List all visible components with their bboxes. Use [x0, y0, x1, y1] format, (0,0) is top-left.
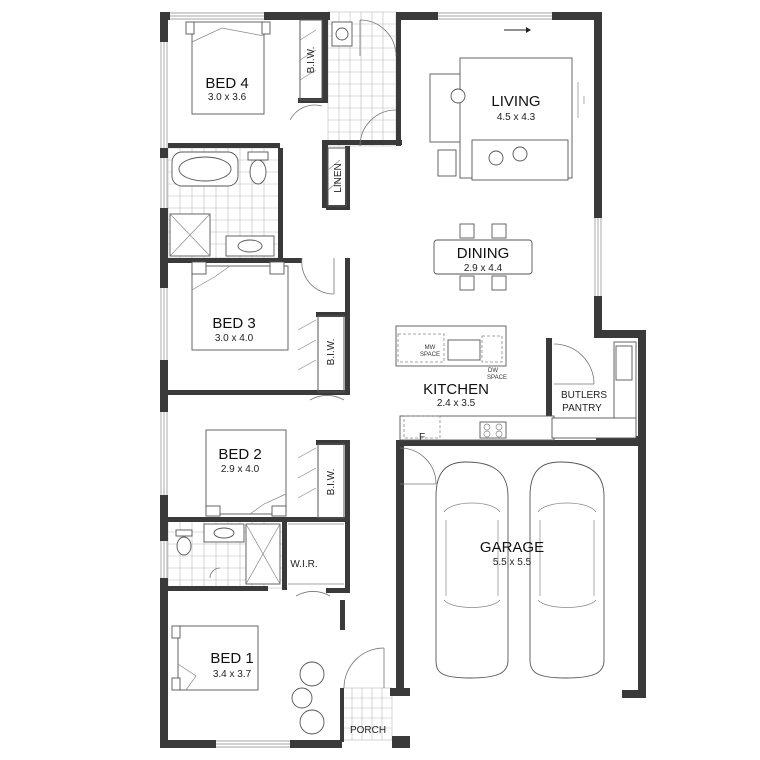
furniture	[171, 21, 637, 735]
room-labels: BED 4 3.0 x 3.6 BED 3 3.0 x 4.0 BED 2 2.…	[205, 47, 607, 736]
living-name: LIVING	[491, 93, 540, 110]
car-right	[529, 461, 605, 679]
bed4-dims: 3.0 x 3.6	[208, 92, 247, 103]
robes	[288, 19, 347, 585]
dining-name: DINING	[457, 245, 510, 262]
bed3-dims: 3.0 x 4.0	[215, 333, 254, 344]
doors	[209, 19, 595, 689]
fridge-label: F	[419, 432, 425, 443]
garage-name: GARAGE	[480, 539, 544, 556]
bed3-name: BED 3	[212, 315, 255, 332]
bed3-robe-label: B.I.W.	[326, 339, 337, 366]
bed4-name: BED 4	[205, 75, 248, 92]
linen-label: LINEN	[333, 163, 344, 192]
bed1-dims: 3.4 x 3.7	[213, 669, 252, 680]
bed2-dims: 2.9 x 4.0	[221, 464, 260, 475]
wir-label: W.I.R.	[290, 559, 317, 570]
butlers-label-2: PANTRY	[562, 403, 602, 414]
car-left	[435, 461, 509, 679]
mw-space-label-1: MW	[425, 345, 436, 351]
bed1-name: BED 1	[210, 650, 253, 667]
bed4-robe-label: B.I.W.	[306, 47, 317, 74]
dw-space-label-2: SPACE	[487, 375, 507, 381]
walls	[160, 12, 646, 748]
bed2-name: BED 2	[218, 446, 261, 463]
mw-space-label-2: SPACE	[420, 352, 440, 358]
living-dims: 4.5 x 4.3	[497, 112, 536, 123]
bed2-robe-label: B.I.W.	[326, 469, 337, 496]
garage-dims: 5.5 x 5.5	[493, 557, 532, 568]
kitchen-name: KITCHEN	[423, 381, 489, 398]
butlers-label-1: BUTLERS	[561, 390, 607, 401]
fixtures	[169, 21, 353, 585]
dw-space-label-1: DW	[488, 368, 498, 374]
porch-label: PORCH	[350, 725, 386, 736]
windows	[160, 12, 602, 748]
kitchen-dims: 2.4 x 3.5	[437, 398, 476, 409]
dining-dims: 2.9 x 4.4	[464, 263, 503, 274]
